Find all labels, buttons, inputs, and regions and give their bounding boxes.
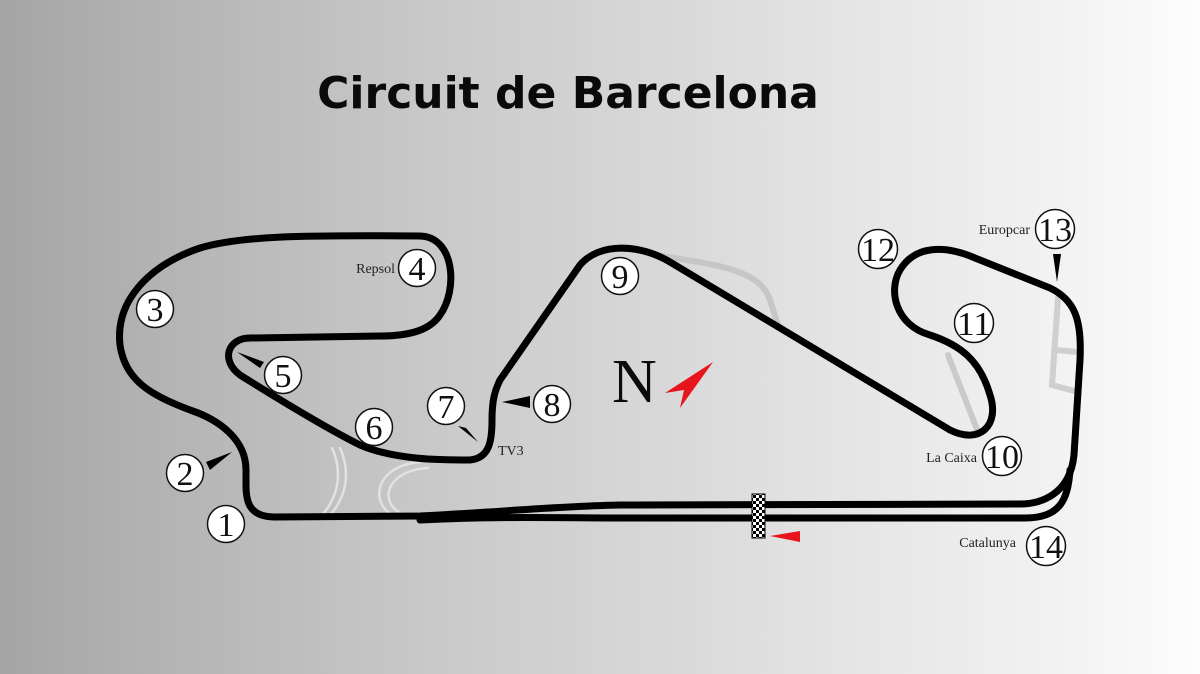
turn-1: 1 [206, 504, 246, 544]
svg-text:1: 1 [218, 507, 235, 544]
turn-10-sponsor: La Caixa [926, 451, 978, 466]
turn-9: 9 [600, 256, 640, 296]
svg-text:13: 13 [1038, 212, 1072, 249]
svg-text:12: 12 [861, 232, 895, 269]
svg-text:14: 14 [1029, 529, 1063, 566]
svg-text:10: 10 [985, 439, 1019, 476]
svg-text:2: 2 [177, 456, 194, 493]
start-direction-arrow [770, 531, 800, 542]
turn-3: 3 [135, 289, 175, 329]
svg-text:5: 5 [275, 358, 292, 395]
turn-8: 8 [532, 384, 572, 424]
turn-12: 12 [857, 228, 899, 270]
svg-text:7: 7 [438, 389, 455, 426]
turn-2: 2 [165, 453, 205, 493]
svg-text:3: 3 [147, 292, 164, 329]
turn-7: 7 [426, 386, 466, 426]
svg-text:8: 8 [544, 387, 561, 424]
turn-14-sponsor: Catalunya [959, 536, 1017, 551]
turn-14: 14 Catalunya [959, 525, 1067, 567]
turn-10: 10 La Caixa [926, 435, 1023, 477]
turn-13-sponsor: Europcar [979, 223, 1031, 238]
turn-6: 6 [354, 407, 394, 447]
turn-5: 5 [263, 355, 303, 395]
svg-text:4: 4 [409, 251, 426, 288]
svg-text:9: 9 [612, 259, 629, 296]
compass: N [612, 348, 713, 416]
turn-13: 13 Europcar [979, 208, 1076, 250]
map-title: Circuit de Barcelona [317, 68, 819, 119]
track [116, 232, 1084, 524]
turn-4-sponsor: Repsol [356, 262, 395, 277]
runoff-paths [320, 252, 1081, 517]
turn-11: 11 [953, 302, 995, 344]
svg-text:6: 6 [366, 410, 383, 447]
north-letter: N [612, 348, 657, 416]
start-finish-line [751, 493, 766, 539]
svg-text:11: 11 [957, 306, 991, 343]
north-arrow-icon [665, 362, 713, 408]
turn-4: 4 Repsol [356, 248, 437, 288]
tv3-label: TV3 [498, 444, 524, 459]
corner-pointers [206, 254, 1061, 470]
